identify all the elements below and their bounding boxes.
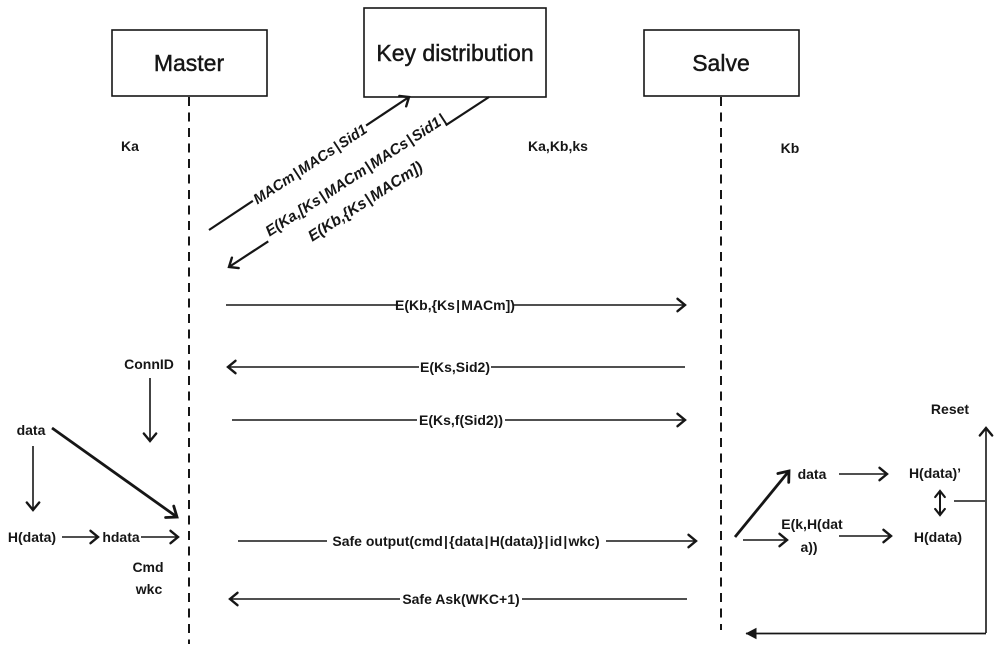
- svg-text:Ka: Ka: [121, 138, 139, 154]
- svg-text:Safe output(cmd|{data|H(data)}: Safe output(cmd|{data|H(data)}|id|wkc): [332, 533, 599, 549]
- svg-text:ConnID: ConnID: [124, 356, 174, 372]
- svg-text:H(data)’: H(data)’: [909, 465, 961, 481]
- svg-text:a)): a)): [800, 539, 817, 555]
- svg-text:Cmd: Cmd: [132, 559, 163, 575]
- svg-text:E(Ks,Sid2): E(Ks,Sid2): [420, 359, 490, 375]
- svg-text:Safe Ask(WKC+1): Safe Ask(WKC+1): [402, 591, 519, 607]
- svg-text:Salve: Salve: [692, 50, 750, 76]
- svg-text:data: data: [17, 422, 46, 438]
- svg-text:Reset: Reset: [931, 401, 969, 417]
- svg-text:hdata: hdata: [102, 529, 140, 545]
- svg-text:H(data): H(data): [8, 529, 56, 545]
- svg-text:E(Ks,f(Sid2)): E(Ks,f(Sid2)): [419, 412, 503, 428]
- svg-text:data: data: [798, 466, 827, 482]
- svg-text:E(k,H(dat: E(k,H(dat: [781, 516, 843, 532]
- svg-text:Ka,Kb,ks: Ka,Kb,ks: [528, 138, 588, 154]
- svg-text:H(data): H(data): [914, 529, 962, 545]
- svg-text:wkc: wkc: [135, 581, 163, 597]
- svg-text:Key distribution: Key distribution: [376, 40, 533, 66]
- svg-text:Kb: Kb: [781, 140, 800, 156]
- svg-text:Master: Master: [154, 50, 225, 76]
